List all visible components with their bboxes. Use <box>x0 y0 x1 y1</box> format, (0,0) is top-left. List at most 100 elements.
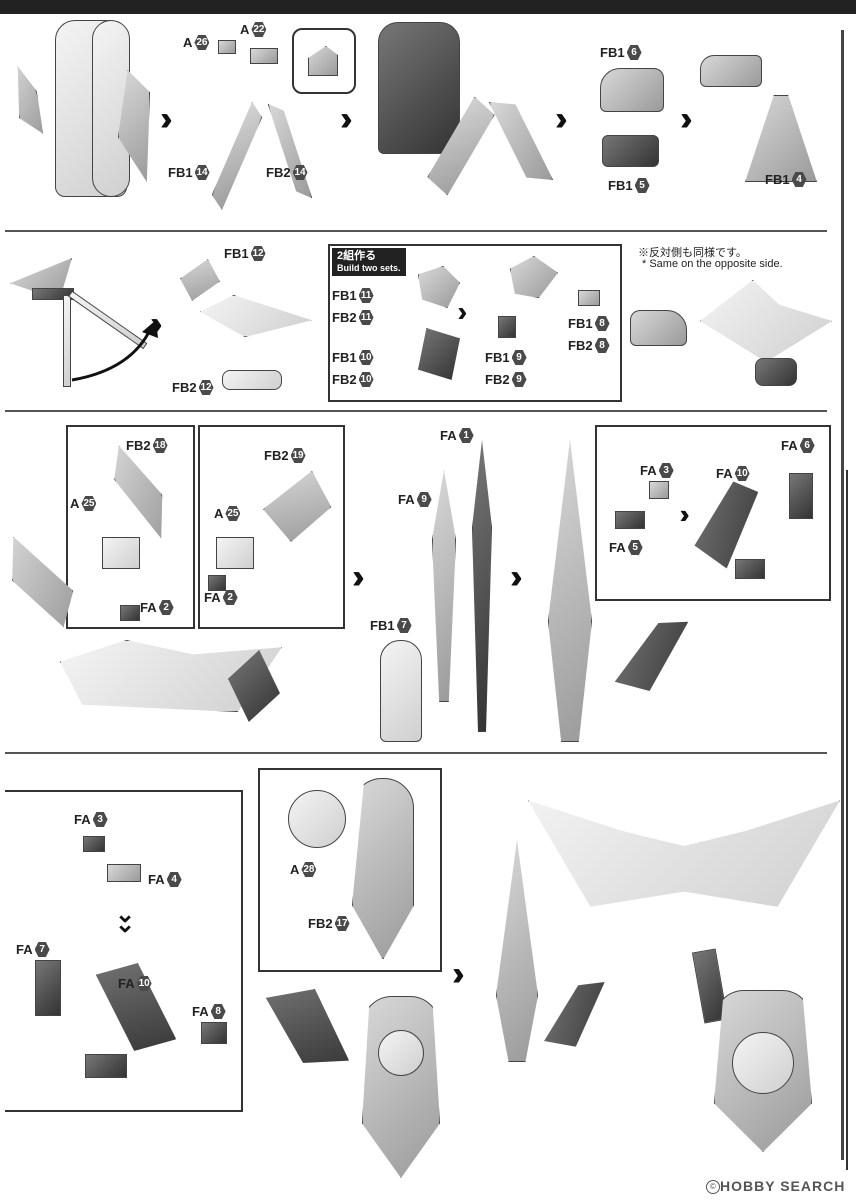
joint-part <box>755 358 797 386</box>
rod-part <box>63 295 71 387</box>
head-part <box>630 310 687 346</box>
shield-plate <box>378 1030 424 1076</box>
round-plate-part <box>288 790 346 848</box>
detail-inset <box>292 28 356 94</box>
step-arrow: ›› <box>510 558 522 596</box>
wing-part-left <box>6 63 48 139</box>
right-margin-bracket <box>846 470 856 1170</box>
step-arrow: ›› <box>340 100 352 138</box>
fin-part <box>104 437 176 547</box>
small-part <box>498 316 516 338</box>
backpack-base-part <box>602 135 659 167</box>
step-arrow: ›› <box>555 100 567 138</box>
right-margin-line <box>841 30 844 1160</box>
rotation-arrow <box>71 320 158 382</box>
small-part <box>735 559 765 579</box>
joint-part <box>418 328 460 380</box>
step-arrow: ›› <box>352 558 364 596</box>
section-divider <box>5 410 827 412</box>
detail-inset <box>66 425 195 629</box>
backpack-part <box>600 68 664 112</box>
wing-frame-part <box>489 91 553 191</box>
top-bar <box>0 0 856 14</box>
joint-detail <box>308 46 338 76</box>
detail-inset: ›› <box>595 425 831 601</box>
wing-frame-part <box>208 99 265 213</box>
cover-part <box>222 370 282 390</box>
detail-inset <box>258 768 442 972</box>
shield-cover-part <box>380 640 422 742</box>
step-arrow: ›› <box>160 100 172 138</box>
arm-part <box>216 537 254 569</box>
sword-blade-part <box>472 440 492 732</box>
fin-part <box>256 459 342 550</box>
step-arrow: ›› <box>150 305 162 343</box>
wing-frame-part <box>268 99 313 204</box>
small-part <box>615 511 645 529</box>
step-arrow-down: ⌄⌄ <box>115 901 136 938</box>
step-arrow: ›› <box>452 955 464 993</box>
joint-part <box>208 575 226 591</box>
joint-part <box>250 48 278 64</box>
joint-part <box>789 473 813 519</box>
arm-part <box>676 473 783 576</box>
section-divider <box>5 230 827 232</box>
small-part <box>85 1054 127 1078</box>
shield-plate <box>732 1032 794 1094</box>
small-part <box>649 481 669 499</box>
opposite-side-note-en: * Same on the opposite side. <box>642 258 783 270</box>
arm-assembled-part <box>248 972 371 1080</box>
joint-part <box>120 605 140 621</box>
fin-part <box>173 252 226 308</box>
wing-assembly-part <box>200 295 312 337</box>
small-part <box>107 864 141 882</box>
sword-assembled <box>496 840 538 1062</box>
arm-part <box>72 948 199 1067</box>
sword-blade-part <box>432 470 456 702</box>
step-arrow: ›› <box>680 100 692 138</box>
arm-assembled-part <box>528 973 625 1059</box>
wing-bundle-part <box>745 95 817 182</box>
joint-part <box>218 40 236 54</box>
final-wing-assembly <box>528 800 840 907</box>
sword-assembled <box>548 440 592 742</box>
detail-inset <box>198 425 345 629</box>
section-divider <box>5 752 827 754</box>
small-part <box>201 1022 227 1044</box>
joint-part <box>418 266 460 308</box>
body-illustration <box>378 22 460 154</box>
opposite-side-note-ja: ※反対側も同様です。 <box>638 247 747 259</box>
watermark-copyright: © <box>706 1180 720 1194</box>
